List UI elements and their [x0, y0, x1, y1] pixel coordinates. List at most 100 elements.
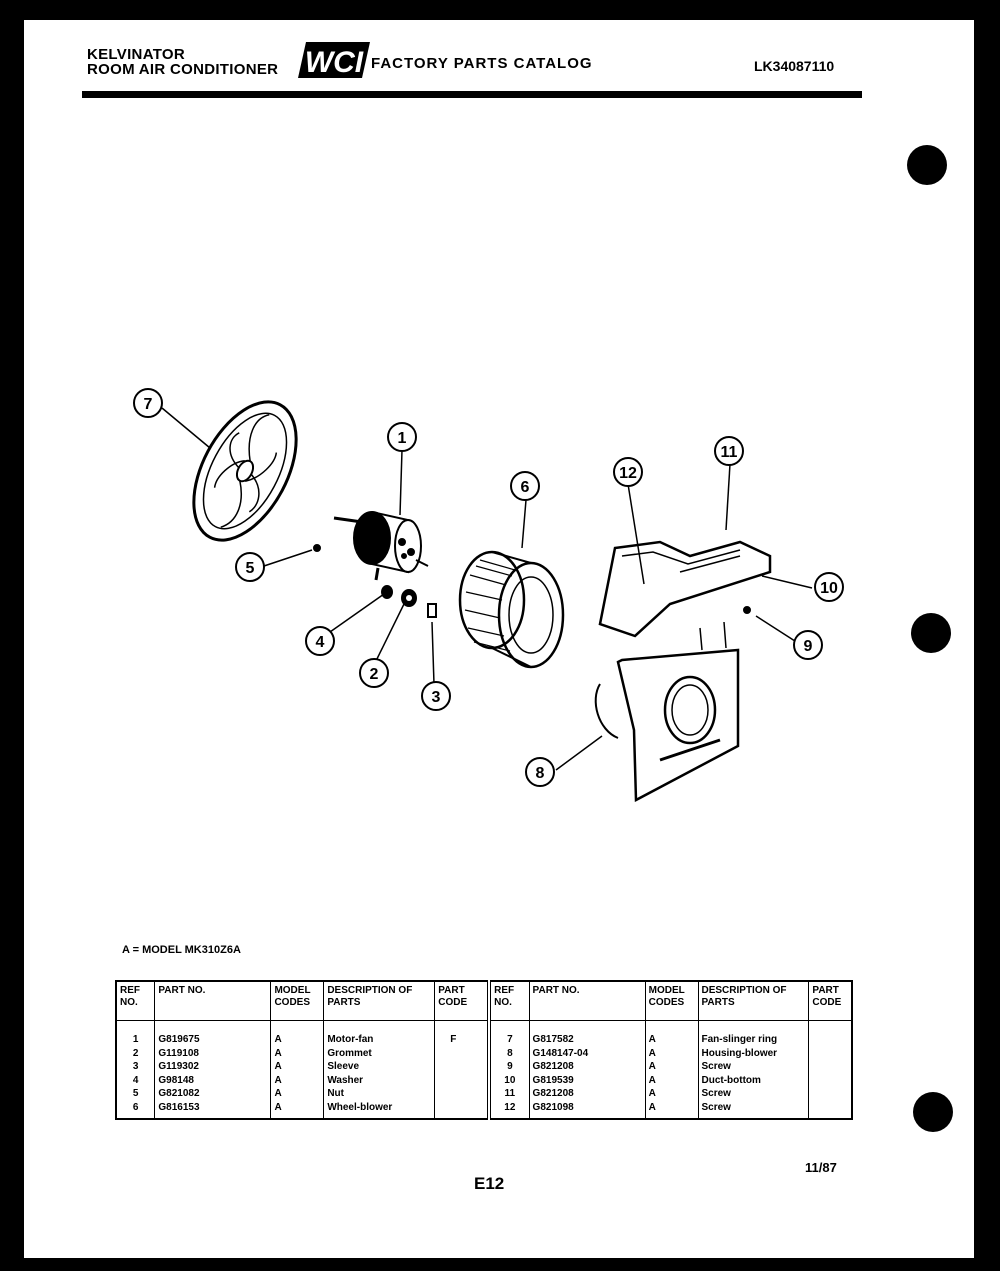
callout-10: 10: [814, 572, 844, 602]
callout-8-label: 8: [536, 765, 545, 782]
callout-4-label: 4: [316, 634, 325, 651]
callout-4: 4: [305, 626, 335, 656]
right-code-cell: [808, 1020, 853, 1119]
callout-3: 3: [421, 681, 451, 711]
part-code: F: [450, 1034, 457, 1045]
part-no: G819539: [532, 1074, 574, 1086]
callout-10-label: 10: [820, 580, 838, 597]
brand-block: KELVINATOR ROOM AIR CONDITIONER: [87, 47, 278, 77]
callout-2-label: 2: [370, 666, 379, 683]
description: Grommet: [327, 1047, 372, 1059]
part-no: G119108: [158, 1047, 199, 1059]
model-code: A: [648, 1088, 656, 1099]
part-no: G821082: [158, 1088, 200, 1099]
screw-drawing: [743, 606, 751, 614]
part-no: G817582: [532, 1034, 574, 1045]
callout-11-label: 11: [721, 444, 738, 461]
ref-no: 2: [132, 1047, 139, 1059]
part-no: G148147-04: [532, 1047, 589, 1059]
catalog-number: LK34087110: [754, 58, 835, 74]
col-part-no-2: PART NO.: [528, 980, 646, 1021]
model-code: A: [648, 1061, 656, 1072]
description: Screw: [701, 1061, 731, 1072]
ref-no: 9: [507, 1061, 513, 1072]
washer-drawing: [381, 585, 393, 599]
model-code: A: [274, 1101, 282, 1113]
callout-5: 5: [235, 552, 265, 582]
part-no: G119302: [158, 1061, 199, 1072]
ref-no: 1: [132, 1034, 139, 1045]
ref-no: 5: [132, 1088, 139, 1099]
description: Fan-slinger ring: [701, 1034, 778, 1045]
callout-12: 12: [613, 457, 643, 487]
callout-7: 7: [133, 388, 163, 418]
right-desc-cell: Fan-slinger ring Housing-blower Screw Du…: [697, 1020, 810, 1119]
ref-no: 6: [132, 1101, 139, 1113]
parts-table: REF NO. PART NO. MODEL CODES DESCRIPTION…: [115, 980, 853, 1120]
model-note: A = MODEL MK310Z6A: [122, 944, 241, 956]
left-desc-cell: Motor-fan Grommet Sleeve Washer Nut Whee…: [323, 1020, 436, 1119]
col-description: DESCRIPTION OF PARTS: [323, 980, 436, 1021]
fan-slinger-ring-drawing: [192, 400, 298, 542]
left-model-cell: A A A A A A: [270, 1020, 325, 1119]
header-rule: [82, 91, 862, 98]
duct-bottom-drawing: [598, 540, 772, 638]
part-no: G821208: [532, 1061, 574, 1072]
ref-no: 11: [504, 1088, 516, 1099]
right-part-cell: G817582 G148147-04 G821208 G819539 G8212…: [528, 1020, 646, 1119]
ref-no: 7: [507, 1034, 513, 1045]
model-code: A: [274, 1088, 282, 1099]
catalog-title: FACTORY PARTS CATALOG: [371, 55, 593, 72]
right-model-cell: A A A A A A: [644, 1020, 699, 1119]
part-no: G821208: [532, 1088, 574, 1099]
part-no: G819675: [158, 1034, 200, 1045]
parts-table-header: REF NO. PART NO. MODEL CODES DESCRIPTION…: [115, 980, 853, 1021]
brand-line-1: KELVINATOR: [87, 46, 186, 63]
callout-6-label: 6: [521, 479, 530, 496]
ref-no: 3: [132, 1061, 139, 1072]
callout-1: 1: [387, 422, 417, 452]
model-code: A: [648, 1101, 656, 1113]
description: Sleeve: [327, 1061, 360, 1072]
callout-12-label: 12: [619, 465, 637, 482]
description: Housing-blower: [701, 1047, 778, 1059]
wci-logo: WCI: [298, 42, 370, 79]
model-code: A: [648, 1074, 656, 1086]
housing-blower-drawing: [594, 621, 740, 803]
part-no: G821098: [532, 1101, 574, 1113]
col-ref-no: REF NO.: [115, 980, 156, 1021]
model-code: A: [274, 1061, 282, 1072]
col-model-codes: MODEL CODES: [270, 980, 325, 1021]
left-part-cell: G819675 G119108 G119302 G98148 G821082 G…: [154, 1020, 272, 1119]
description: Washer: [327, 1074, 364, 1086]
callout-1-label: 1: [398, 430, 407, 447]
page-code: E12: [474, 1174, 505, 1193]
ref-no: 4: [132, 1074, 139, 1086]
callout-3-label: 3: [432, 689, 441, 706]
binder-hole-bottom: [913, 1092, 953, 1132]
col-model-codes-2: MODEL CODES: [644, 980, 699, 1021]
callout-6: 6: [510, 471, 540, 501]
callout-11: 11: [714, 436, 744, 466]
description: Nut: [327, 1088, 344, 1099]
col-description-2: DESCRIPTION OF PARTS: [697, 980, 810, 1021]
callout-9-label: 9: [804, 638, 813, 655]
model-code: A: [648, 1047, 656, 1059]
col-part-no: PART NO.: [154, 980, 272, 1021]
model-code: A: [274, 1034, 282, 1045]
part-no: G816153: [158, 1101, 200, 1113]
description: Wheel-blower: [327, 1101, 393, 1113]
description: Motor-fan: [327, 1034, 374, 1045]
ref-no: 10: [504, 1074, 516, 1086]
right-ref-cell: 7 8 9 10 11 12: [487, 1020, 530, 1119]
binder-hole-top: [907, 145, 947, 185]
callout-5-label: 5: [246, 560, 255, 577]
blower-wheel-drawing: [458, 550, 565, 669]
nut-drawing: [313, 544, 321, 552]
binder-hole-middle: [911, 613, 951, 653]
model-code: A: [274, 1074, 282, 1086]
logo-text: WCI: [305, 46, 364, 79]
col-part-code-2: PART CODE: [808, 980, 853, 1021]
description: Screw: [701, 1088, 731, 1099]
